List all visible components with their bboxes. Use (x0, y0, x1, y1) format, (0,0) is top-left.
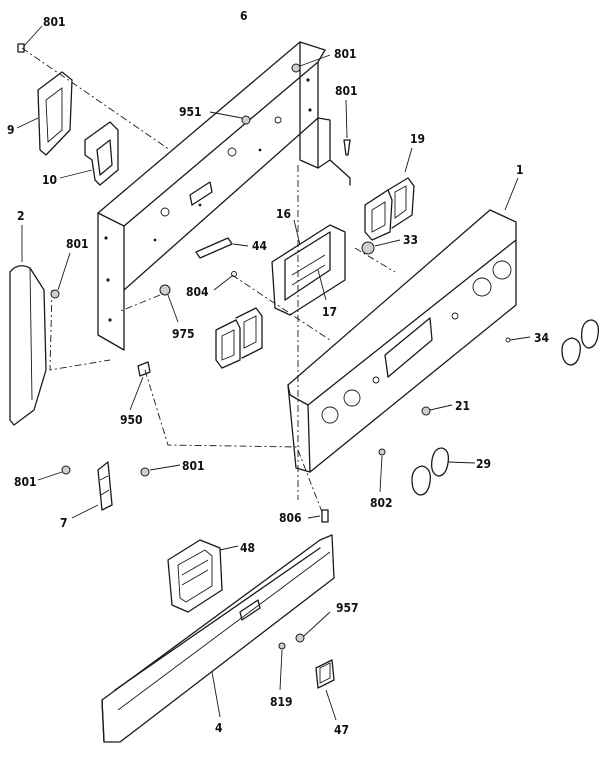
label-801-c: 801 (335, 84, 358, 98)
label-951: 951 (179, 105, 202, 119)
label-17: 17 (322, 305, 337, 319)
part-802-screw (378, 448, 386, 456)
part-labels: 801 6 801 801 951 9 10 19 1 2 16 44 33 8… (7, 9, 550, 737)
part-7-bracket (71, 461, 113, 519)
label-819: 819 (270, 695, 293, 709)
part-4-trim (101, 534, 335, 743)
part-33-grommet (361, 239, 401, 255)
label-802: 802 (370, 496, 393, 510)
part-806-screw (307, 509, 329, 523)
part-48-insert (167, 539, 239, 613)
label-801-b: 801 (334, 47, 357, 61)
part-950-clip (137, 361, 151, 377)
label-7: 7 (60, 516, 68, 530)
label-29: 29 (476, 457, 491, 471)
label-47: 47 (334, 723, 349, 737)
label-801-e: 801 (14, 475, 37, 489)
part-44-clip (195, 237, 249, 259)
label-21: 21 (455, 399, 470, 413)
screws-801 (17, 25, 351, 481)
part-1-control-panel (287, 177, 519, 473)
part-2-trim (9, 225, 47, 426)
label-16: 16 (276, 207, 291, 221)
part-19-switch (364, 147, 415, 241)
part-16-17-switch (271, 219, 346, 316)
label-801-a: 801 (43, 15, 66, 29)
label-957: 957 (336, 601, 359, 615)
small-fasteners (129, 284, 453, 493)
part-804-relay (213, 271, 263, 369)
parts-957-819-47 (278, 611, 337, 721)
assembly-lines (21, 47, 396, 513)
label-9: 9 (7, 123, 15, 137)
part-975-washer (159, 284, 171, 296)
part-6-frame (97, 41, 351, 351)
part-10-bracket (59, 121, 119, 186)
label-44: 44 (252, 239, 268, 253)
label-801-d: 801 (66, 237, 89, 251)
part-34-knobs (505, 319, 600, 366)
label-19: 19 (410, 132, 425, 146)
part-29-knobs (411, 447, 476, 496)
part-9-bracket (16, 71, 73, 156)
label-1: 1 (516, 163, 524, 177)
label-48: 48 (240, 541, 255, 555)
part-21-nut (421, 406, 431, 416)
label-950: 950 (120, 413, 143, 427)
label-806: 806 (279, 511, 302, 525)
label-4: 4 (215, 721, 223, 735)
label-2: 2 (17, 209, 25, 223)
label-10: 10 (42, 173, 57, 187)
label-975: 975 (172, 327, 195, 341)
label-6: 6 (240, 9, 248, 23)
label-801-f: 801 (182, 459, 205, 473)
label-33: 33 (403, 233, 418, 247)
label-34: 34 (534, 331, 550, 345)
label-804: 804 (186, 285, 209, 299)
